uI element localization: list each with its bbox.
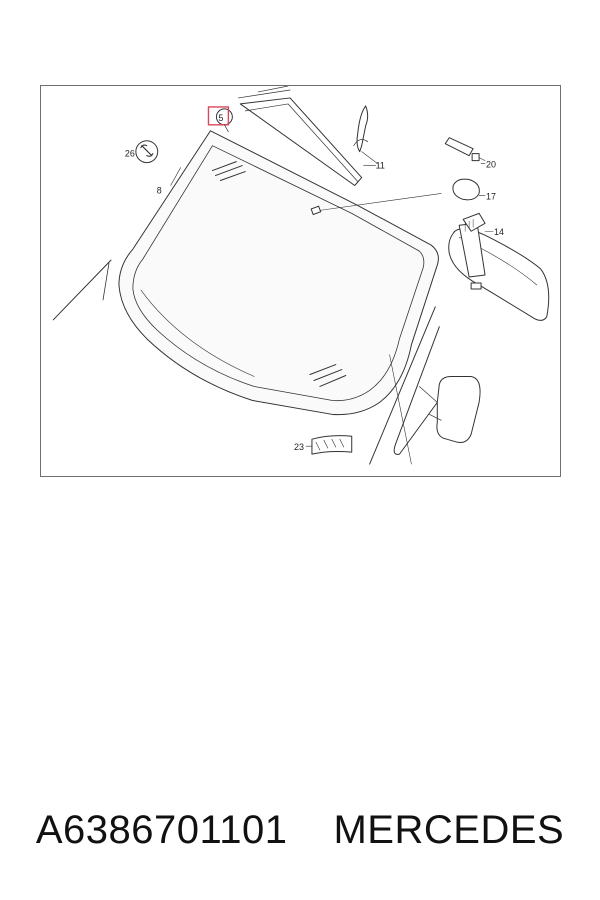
callout-23: 23 xyxy=(294,442,304,452)
parts-diagram: 5 26 8 11 20 17 14 23 xyxy=(40,85,561,477)
callout-20: 20 xyxy=(486,160,496,170)
part-23-bracket xyxy=(311,435,353,455)
callout-17: 17 xyxy=(486,191,496,201)
roof-trim-strip xyxy=(239,97,363,186)
callout-14: 14 xyxy=(494,227,504,237)
brand-name: MERCEDES xyxy=(333,807,565,852)
part-11-clip xyxy=(356,105,369,153)
part-17-cap xyxy=(452,178,480,201)
pillar-line-left xyxy=(52,259,112,321)
a-pillar-right xyxy=(369,306,440,465)
product-caption: A6386701101 MERCEDES xyxy=(0,800,600,860)
callout-11: 11 xyxy=(376,161,385,171)
part-number: A6386701101 xyxy=(35,807,288,852)
callout-26: 26 xyxy=(125,149,135,159)
part-20-tube xyxy=(444,137,486,162)
windshield-exploded-view: 5 26 8 11 20 17 14 23 xyxy=(52,86,550,465)
callout-8: 8 xyxy=(157,185,162,195)
part-5-marker xyxy=(207,106,233,133)
part-14-mirror xyxy=(448,212,550,321)
exterior-mirror xyxy=(419,376,481,443)
callout-5: 5 xyxy=(218,113,223,123)
windshield-glass xyxy=(118,130,439,416)
part-26-wrench-symbol xyxy=(135,140,159,164)
